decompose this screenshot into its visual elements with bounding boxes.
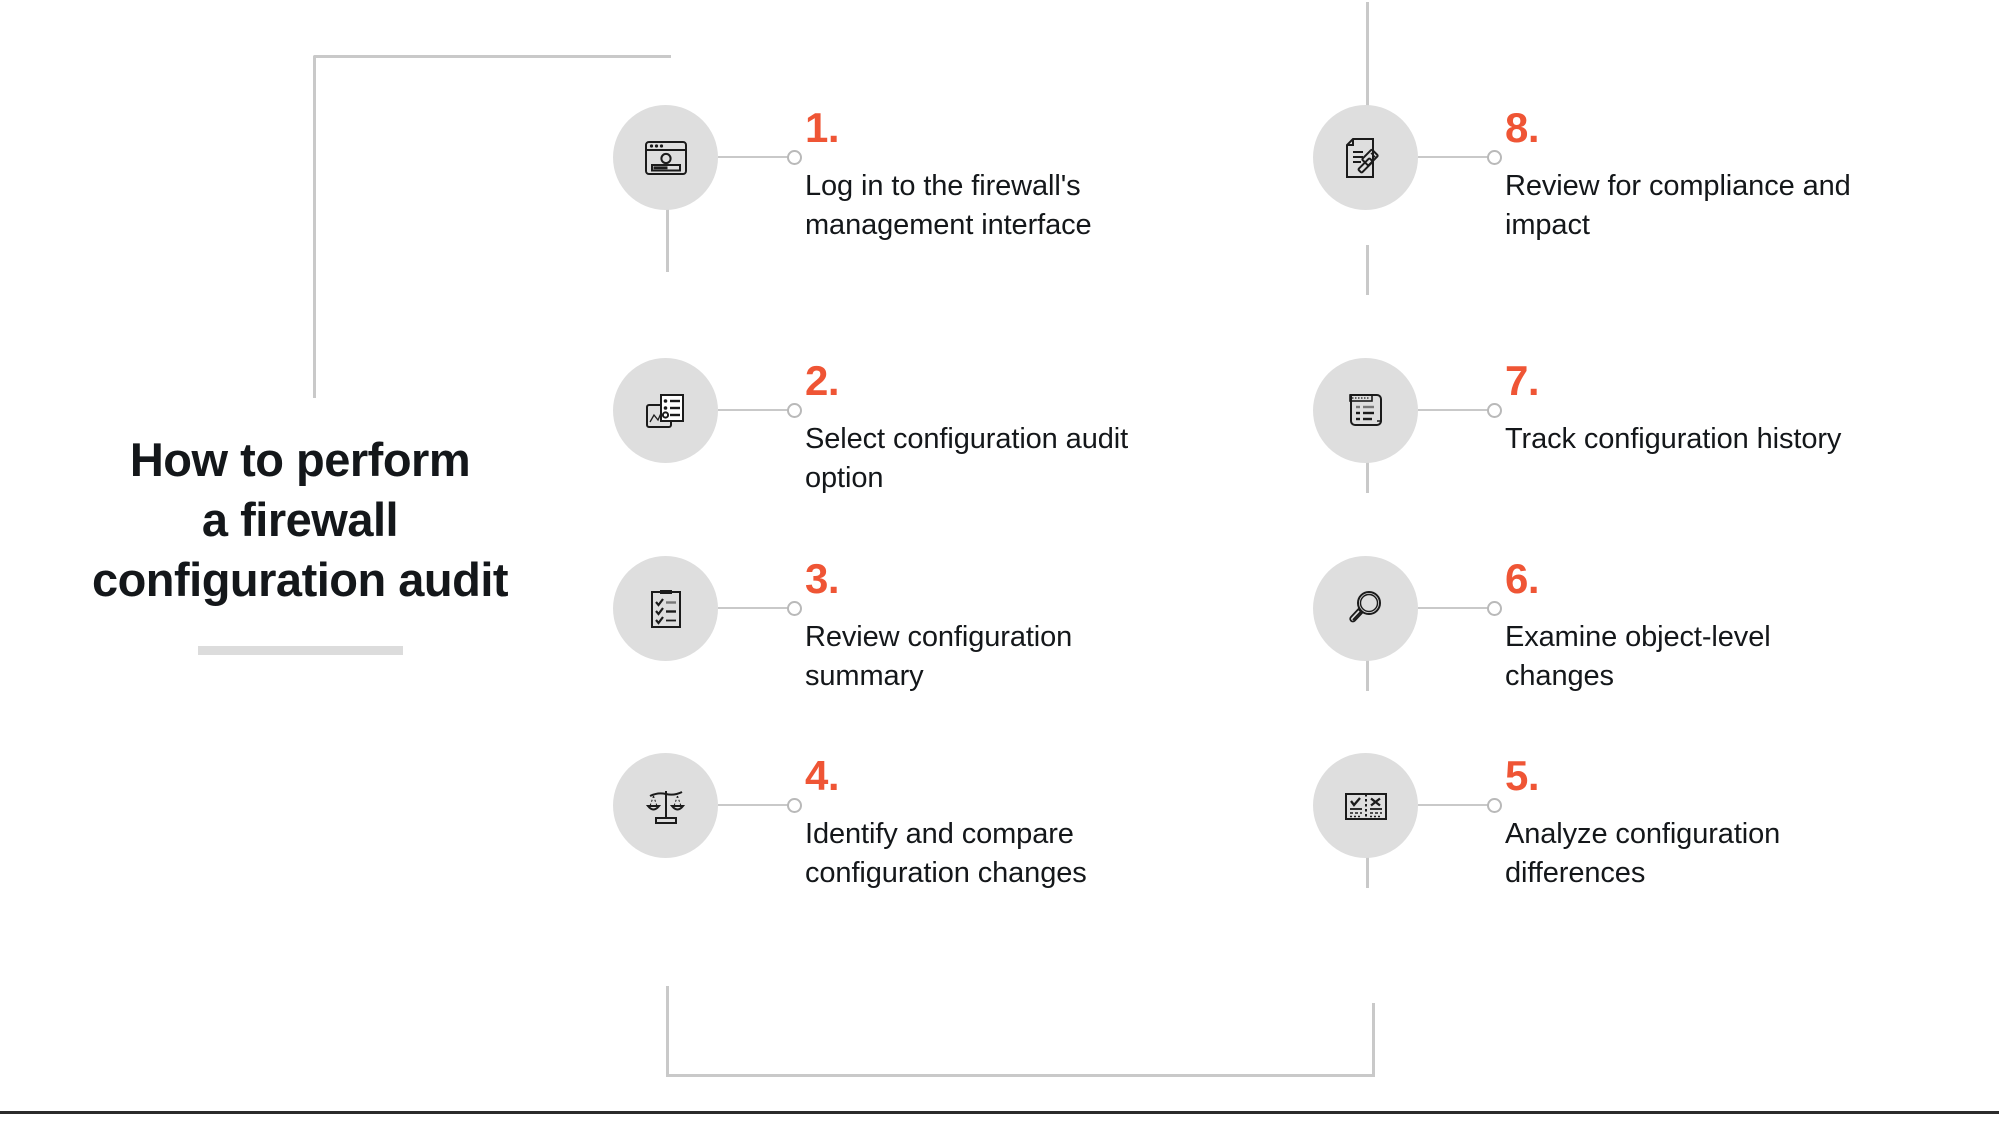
spine-right-segment-6-5 <box>1366 641 1369 691</box>
connector-leader-8 <box>1418 105 1505 210</box>
connector-leader-6 <box>1418 556 1505 661</box>
spine-left-segment-bottom <box>666 986 669 1006</box>
step-number-4: 4. <box>805 752 840 799</box>
page-title: How to perform a firewall configuration … <box>91 433 509 607</box>
document-gavel-icon <box>1313 105 1418 210</box>
spine-left-segment-top <box>666 200 669 272</box>
step-item-4[interactable]: 4. Identify and compare configuration ch… <box>613 753 1165 894</box>
step-number-1: 1. <box>805 104 840 151</box>
browser-login-icon <box>613 105 718 210</box>
connector-leader-2 <box>718 358 805 463</box>
step-number-8: 8. <box>1505 104 1540 151</box>
step-text-4: 4. Identify and compare configuration ch… <box>805 753 1165 894</box>
connector-leader-3 <box>718 556 805 661</box>
spine-right-segment-7-6 <box>1366 443 1369 493</box>
connector-leader-5 <box>1418 753 1505 858</box>
title-block: How to perform a firewall configuration … <box>0 430 600 656</box>
step-number-6: 6. <box>1505 555 1540 602</box>
chart-options-list-icon <box>613 358 718 463</box>
step-label-7: Track configuration history <box>1505 423 1842 455</box>
step-label-5: Analyze configuration differences <box>1505 818 1781 890</box>
step-item-1[interactable]: 1. Log in to the firewall's management i… <box>613 105 1165 246</box>
step-number-2: 2. <box>805 357 840 404</box>
footer-divider <box>0 1111 1999 1114</box>
connector-leader-1 <box>718 105 805 210</box>
spine-right-segment-top <box>1366 2 1369 139</box>
step-item-6[interactable]: 6. Examine object-level changes <box>1313 556 1865 697</box>
step-label-4: Identify and compare configuration chang… <box>805 818 1087 890</box>
step-number-7: 7. <box>1505 357 1540 404</box>
step-item-3[interactable]: 3. Review configuration summary <box>613 556 1165 697</box>
bracket-title-to-step-1 <box>313 55 671 398</box>
step-text-8: 8. Review for compliance and impact <box>1505 105 1865 246</box>
step-label-6: Examine object-level changes <box>1505 621 1771 693</box>
compare-check-x-icon <box>1313 753 1418 858</box>
connector-leader-7 <box>1418 358 1505 463</box>
step-label-1: Log in to the firewall's management inte… <box>805 170 1092 242</box>
step-text-2: 2. Select configuration audit option <box>805 358 1165 499</box>
step-number-5: 5. <box>1505 752 1540 799</box>
step-item-8[interactable]: 8. Review for compliance and impact <box>1313 105 1865 246</box>
step-item-5[interactable]: 5. Analyze configuration differences <box>1313 753 1865 894</box>
connector-leader-4 <box>718 753 805 858</box>
bracket-step-4-to-step-5 <box>666 1003 1375 1077</box>
step-item-2[interactable]: 2. Select configuration audit option <box>613 358 1165 499</box>
title-underline-rule <box>197 646 403 656</box>
step-text-7: 7. Track configuration history <box>1505 358 1865 459</box>
balance-scales-icon <box>613 753 718 858</box>
step-item-7[interactable]: 7. Track configuration history <box>1313 358 1865 463</box>
step-label-8: Review for compliance and impact <box>1505 170 1851 242</box>
step-text-6: 6. Examine object-level changes <box>1505 556 1865 697</box>
step-text-5: 5. Analyze configuration differences <box>1505 753 1865 894</box>
step-label-3: Review configuration summary <box>805 621 1073 693</box>
spine-right-segment-5-bottom <box>1366 838 1369 888</box>
step-number-3: 3. <box>805 555 840 602</box>
clipboard-checklist-icon <box>613 556 718 661</box>
magnifying-glass-icon <box>1313 556 1418 661</box>
step-text-1: 1. Log in to the firewall's management i… <box>805 105 1165 246</box>
spine-right-segment-8-7 <box>1366 245 1369 295</box>
scroll-history-icon <box>1313 358 1418 463</box>
step-label-2: Select configuration audit option <box>805 423 1129 495</box>
step-text-3: 3. Review configuration summary <box>805 556 1165 697</box>
